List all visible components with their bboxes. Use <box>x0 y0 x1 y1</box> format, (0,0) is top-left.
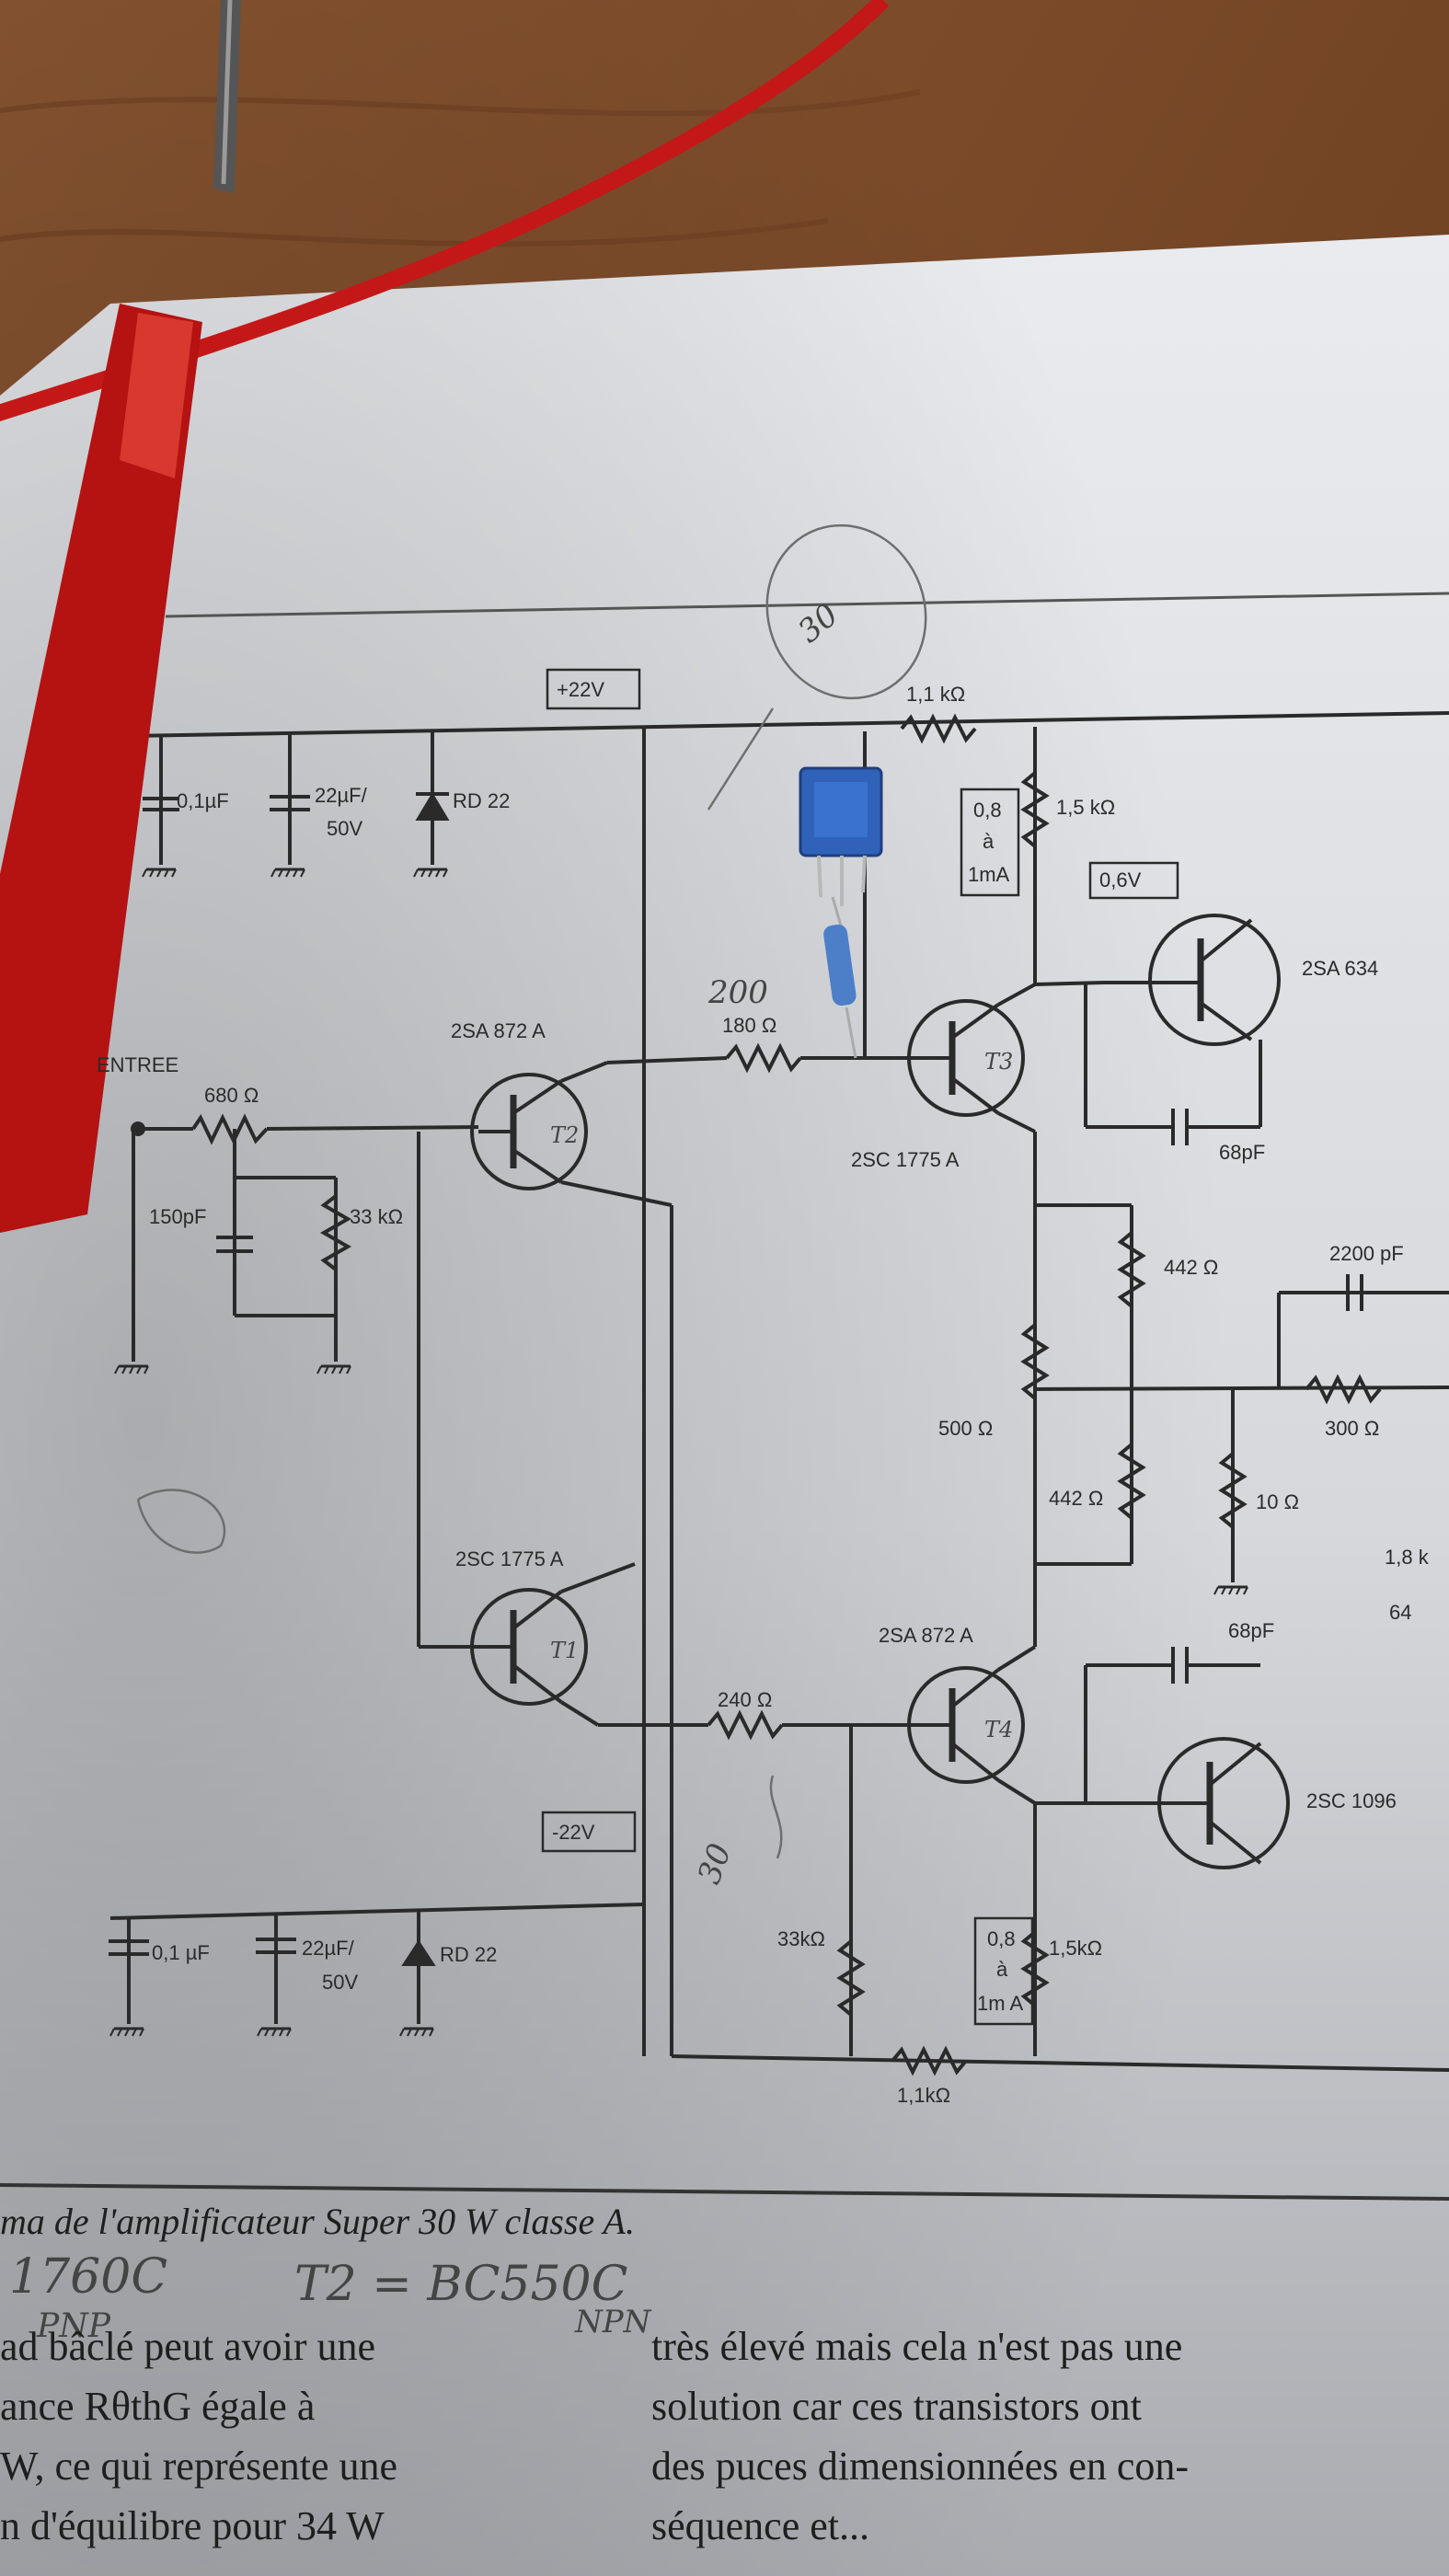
text-right-line-4: séquence et... <box>651 2503 869 2548</box>
label-meter-bot-2: à <box>996 1958 1008 1981</box>
meter-box-bottom <box>973 1916 1034 2026</box>
trimmer-potentiometer <box>799 766 883 906</box>
text-left-line-4: n d'équilibre pour 34 W <box>0 2503 385 2548</box>
handnote-1: 1760C <box>9 2249 167 2305</box>
label-c-top-2: 22µF/ <box>315 784 368 807</box>
label-c-bot-1: 0,1 µF <box>152 1941 210 1964</box>
handnote-3: NPN <box>574 2304 652 2340</box>
text-right-line-2: solution car ces transistors ont <box>651 2384 1142 2429</box>
text-left-line-1: ad bâclé peut avoir une <box>0 2324 375 2369</box>
negative-rail <box>109 1903 645 1920</box>
label-t-out-top: 2SA 634 <box>1302 957 1378 980</box>
label-r-240: 240 Ω <box>718 1688 772 1711</box>
label-meter-bot-3: 1m A <box>977 1992 1023 2015</box>
label-meter-top-1: 0,8 <box>973 799 1002 822</box>
transistor-t2 <box>470 1073 588 1190</box>
label-supply-pos: +22V <box>557 678 604 701</box>
label-r-33b: 33kΩ <box>777 1927 825 1950</box>
text-left-line-3: W, ce qui représente une <box>0 2444 397 2489</box>
label-r-in: 680 Ω <box>204 1084 259 1107</box>
label-r-10: 10 Ω <box>1256 1490 1299 1513</box>
label-r-11b: 1,1kΩ <box>897 2084 950 2107</box>
label-zener-top: RD 22 <box>453 789 510 812</box>
hand-t1: T1 <box>550 1638 579 1663</box>
schematic-labels: +22V -22V ENTREE 0,1µF 22µF/ 50V RD 22 6… <box>97 678 1430 2107</box>
label-entree: ENTREE <box>97 1053 178 1076</box>
label-c-bot-2b: 50V <box>322 1971 358 1994</box>
label-meter-bot-1: 0,8 <box>987 1927 1016 1950</box>
schematic-diagram <box>109 668 1449 2076</box>
label-right-edge-2: 64 <box>1389 1601 1411 1624</box>
label-c-2200: 2200 pF <box>1329 1242 1404 1265</box>
label-c-top-2b: 50V <box>327 817 362 840</box>
hand-t3: T3 <box>984 1049 1013 1075</box>
hand-200: 200 <box>707 974 768 1011</box>
label-r-top: 1,1 kΩ <box>906 683 965 706</box>
label-c-bot-2: 22µF/ <box>302 1937 355 1960</box>
supply-box-neg <box>541 1811 637 1853</box>
label-c-68: 68pF <box>1219 1141 1265 1164</box>
pencil-marks <box>136 523 927 1859</box>
label-t4: 2SA 872 A <box>879 1624 973 1647</box>
body-text-left: ad bâclé peut avoir une ance RθthG égale… <box>0 2324 397 2548</box>
label-r-442a: 442 Ω <box>1164 1256 1218 1279</box>
label-r-in2: 33 kΩ <box>350 1205 403 1228</box>
label-meter-top-3: 1mA <box>968 863 1010 886</box>
label-zener-bot: RD 22 <box>440 1943 497 1966</box>
transistor-t1 <box>470 1588 588 1706</box>
red-test-probe <box>0 0 890 1233</box>
text-left-line-2: ance RθthG égale à <box>0 2384 315 2429</box>
label-c-in: 150pF <box>149 1205 206 1228</box>
label-t2: 2SA 872 A <box>451 1019 546 1042</box>
transistor-out-top <box>1148 914 1281 1046</box>
label-supply-neg: -22V <box>552 1821 595 1844</box>
body-text-right: très élevé mais cela n'est pas une solut… <box>651 2324 1189 2548</box>
handnote-2: PNP <box>36 2307 111 2345</box>
label-pot: 500 Ω <box>938 1417 993 1440</box>
label-c-68b: 68pF <box>1228 1619 1274 1642</box>
hand-t2: T2 <box>550 1122 579 1148</box>
text-right-line-1: très élevé mais cela n'est pas une <box>651 2324 1182 2369</box>
label-v-06: 0,6V <box>1099 868 1142 891</box>
label-r-top2: 1,5 kΩ <box>1056 796 1115 819</box>
label-c-top-1: 0,1µF <box>177 789 229 812</box>
label-t1: 2SC 1775 A <box>455 1547 564 1570</box>
hand-t4: T4 <box>984 1717 1013 1742</box>
added-resistor <box>823 896 857 1059</box>
label-t-out-bot: 2SC 1096 <box>1306 1789 1397 1812</box>
figure-caption: ma de l'amplificateur Super 30 W classe … <box>0 2201 635 2242</box>
text-right-line-3: des puces dimensionnées en con- <box>651 2444 1189 2489</box>
label-meter-top-2: à <box>983 830 995 853</box>
label-r-base: 180 Ω <box>722 1014 776 1037</box>
label-r-15b: 1,5kΩ <box>1049 1937 1102 1960</box>
voltage-box-06 <box>1088 861 1179 900</box>
positive-rail <box>128 711 1449 738</box>
label-r-442b: 442 Ω <box>1049 1487 1103 1510</box>
handnote-1b: T2 = BC550C <box>294 2257 627 2312</box>
label-r-300: 300 Ω <box>1325 1417 1379 1440</box>
label-t3: 2SC 1775 A <box>851 1148 960 1171</box>
label-right-edge-1: 1,8 k <box>1385 1546 1430 1569</box>
supply-box-pos <box>546 668 641 710</box>
meter-box-top <box>960 788 1020 897</box>
